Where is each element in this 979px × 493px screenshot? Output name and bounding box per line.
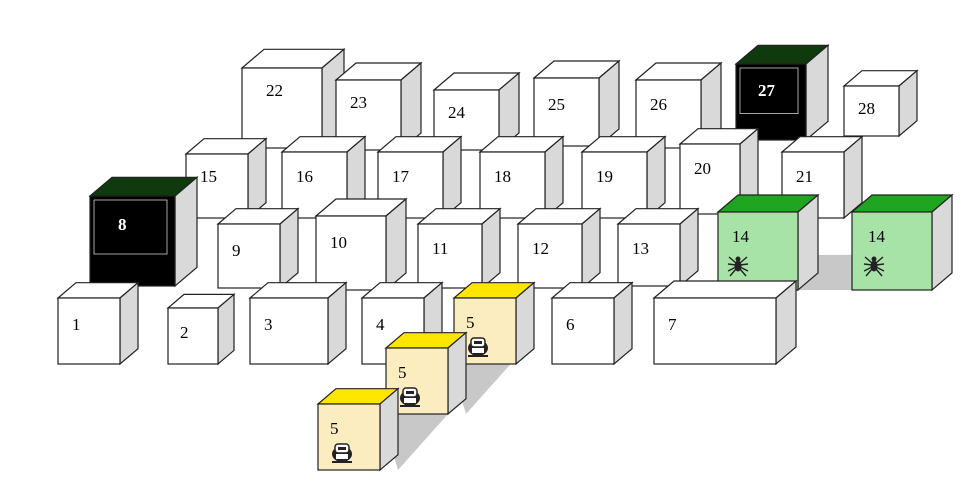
robot-icon bbox=[468, 337, 488, 357]
box-side-face bbox=[174, 176, 198, 288]
box-side-face bbox=[931, 193, 953, 292]
box-19-white: 19 bbox=[580, 135, 667, 220]
box-label: 23 bbox=[350, 93, 367, 112]
spider-icon bbox=[727, 256, 749, 277]
box-label: 17 bbox=[392, 167, 410, 186]
box-front-face bbox=[735, 63, 807, 141]
box-label: 10 bbox=[330, 233, 347, 252]
box-5-yellow: 5 bbox=[316, 387, 400, 472]
box-label: 3 bbox=[264, 315, 273, 334]
box-front-face bbox=[517, 223, 583, 289]
box-label: 27 bbox=[758, 81, 776, 100]
box-front-face bbox=[241, 67, 323, 149]
box-9-white: 9 bbox=[216, 207, 300, 290]
box-label: 5 bbox=[330, 419, 339, 438]
box-label: 20 bbox=[694, 159, 711, 178]
box-front-face bbox=[89, 195, 176, 287]
robot-icon bbox=[400, 387, 420, 407]
box-5-yellow: 5 bbox=[384, 331, 468, 416]
box-7-white: 7 bbox=[652, 279, 798, 366]
box-side-face bbox=[797, 193, 819, 292]
box-label: 8 bbox=[118, 215, 127, 234]
box-label: 9 bbox=[232, 241, 241, 260]
box-front-face bbox=[843, 85, 900, 137]
box-front-face bbox=[533, 77, 600, 147]
box-label: 7 bbox=[668, 315, 677, 334]
box-3-white: 3 bbox=[248, 281, 348, 366]
box-label: 14 bbox=[732, 227, 750, 246]
box-front-face bbox=[417, 223, 483, 289]
box-8-black: 8 bbox=[88, 176, 199, 288]
box-label: 28 bbox=[858, 99, 875, 118]
box-22-white: 22 bbox=[240, 48, 346, 150]
box-label: 15 bbox=[200, 167, 217, 186]
box-1-white: 1 bbox=[56, 281, 140, 366]
box-label: 18 bbox=[494, 167, 511, 186]
box-label: 21 bbox=[796, 167, 813, 186]
box-front-face bbox=[249, 297, 329, 365]
box-10-white: 10 bbox=[314, 197, 408, 292]
box-front-face bbox=[551, 297, 615, 365]
box-front-face bbox=[317, 403, 381, 471]
box-25-white: 25 bbox=[532, 59, 621, 148]
box-label: 2 bbox=[180, 323, 189, 342]
box-front-face bbox=[717, 211, 799, 291]
box-front-face bbox=[315, 215, 387, 291]
box-28-white: 28 bbox=[842, 69, 919, 138]
box-front-face bbox=[581, 151, 648, 219]
box-front-face bbox=[653, 297, 777, 365]
box-label: 6 bbox=[566, 315, 575, 334]
box-label: 26 bbox=[650, 95, 667, 114]
box-27-black: 27 bbox=[734, 44, 830, 142]
box-label: 5 bbox=[466, 313, 475, 332]
box-inner-frame bbox=[739, 67, 799, 114]
box-front-face bbox=[479, 151, 546, 219]
box-14-green: 14 bbox=[850, 193, 954, 292]
spider-icon bbox=[863, 256, 885, 277]
box-label: 11 bbox=[432, 239, 448, 258]
box-18-white: 18 bbox=[478, 135, 565, 220]
box-label: 4 bbox=[376, 315, 385, 334]
box-front-face bbox=[57, 297, 121, 365]
box-front-face bbox=[851, 211, 933, 291]
box-label: 24 bbox=[448, 103, 466, 122]
box-front-face bbox=[217, 223, 281, 289]
box-label: 14 bbox=[868, 227, 886, 246]
box-2-white: 2 bbox=[166, 293, 236, 366]
box-11-white: 11 bbox=[416, 207, 502, 290]
box-6-white: 6 bbox=[550, 281, 634, 366]
box-13-white: 13 bbox=[616, 207, 700, 288]
box-label: 25 bbox=[548, 95, 565, 114]
box-front-face bbox=[167, 307, 219, 365]
box-front-face bbox=[617, 223, 681, 287]
box-label: 13 bbox=[632, 239, 649, 258]
box-label: 16 bbox=[296, 167, 313, 186]
box-label: 19 bbox=[596, 167, 613, 186]
box-20-white: 20 bbox=[678, 127, 760, 216]
box-label: 12 bbox=[532, 239, 549, 258]
box-12-white: 12 bbox=[516, 207, 602, 290]
box-15-white: 15 bbox=[184, 137, 268, 220]
box-label: 22 bbox=[266, 81, 283, 100]
robot-icon bbox=[332, 443, 352, 463]
box-inner-frame bbox=[93, 199, 168, 255]
box-14-green: 14 bbox=[716, 193, 820, 292]
box-23-white: 23 bbox=[334, 61, 423, 152]
box-label: 5 bbox=[398, 363, 407, 382]
box-top-face bbox=[652, 280, 798, 299]
box-label: 1 bbox=[72, 315, 81, 334]
